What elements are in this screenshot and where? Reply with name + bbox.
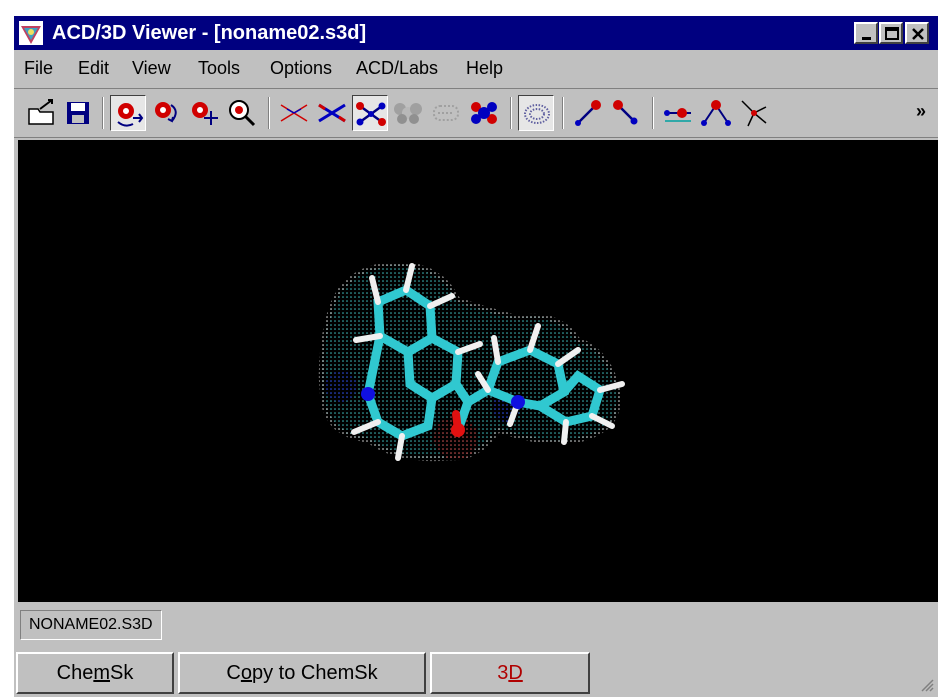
measure-distance-button[interactable]: [570, 95, 606, 131]
save-button[interactable]: [60, 95, 96, 131]
copy-to-chemsk-button[interactable]: Copy to ChemSk: [178, 652, 426, 694]
toolbar-overflow-button[interactable]: »: [916, 101, 927, 121]
rotate-button[interactable]: [110, 95, 146, 131]
rotate-3d-button[interactable]: [148, 95, 184, 131]
bottom-button-bar: ChemSk Copy to ChemSk 3D: [14, 648, 938, 697]
bond-length-icon: [664, 108, 691, 122]
menu-file[interactable]: File: [24, 58, 54, 78]
wire-button[interactable]: [276, 95, 312, 131]
window-title: ACD/3D Viewer - [noname02.s3d]: [52, 22, 367, 44]
dots-button[interactable]: [428, 95, 464, 131]
dots-icon: [433, 105, 459, 121]
zoom-button[interactable]: [224, 95, 260, 131]
measure-angle-button[interactable]: [608, 95, 644, 131]
close-button[interactable]: [905, 22, 929, 44]
move-button[interactable]: [186, 95, 222, 131]
save-icon: [67, 102, 89, 124]
dot-surface-icon: [524, 104, 550, 124]
sticks-icon: [318, 103, 346, 123]
bond-angle-button[interactable]: [698, 95, 734, 131]
toolbar: »: [14, 88, 938, 138]
bonds-button[interactable]: [466, 95, 502, 131]
molecule-3d-render: [318, 261, 625, 462]
status-bar: NONAME02.S3D: [16, 608, 936, 646]
rotate-icon: [117, 103, 144, 127]
status-filename: NONAME02.S3D: [20, 610, 162, 640]
chemsk-button[interactable]: ChemSk: [16, 652, 174, 694]
molecule-viewport[interactable]: [18, 140, 938, 602]
minimize-icon: [862, 37, 871, 40]
measure-distance-icon: [575, 100, 601, 126]
measure-angle-icon: [613, 100, 638, 125]
wire-icon: [280, 104, 308, 122]
3d-button[interactable]: 3D: [430, 652, 590, 694]
spacefill-button[interactable]: [390, 95, 426, 131]
restore-button[interactable]: [879, 22, 903, 44]
title-bar[interactable]: ACD/3D Viewer - [noname02.s3d]: [14, 16, 938, 50]
torsion-button[interactable]: [736, 95, 772, 131]
bond-length-button[interactable]: [660, 95, 696, 131]
ball-stick-button[interactable]: [352, 95, 388, 131]
rotate-3d-icon: [155, 102, 177, 123]
menu-options[interactable]: Options: [270, 58, 333, 78]
minimize-button[interactable]: [854, 22, 878, 44]
sticks-button[interactable]: [314, 95, 350, 131]
resize-grip-icon[interactable]: [920, 678, 934, 692]
open-file-icon: [28, 99, 54, 125]
menu-edit[interactable]: Edit: [78, 58, 110, 78]
menu-tools[interactable]: Tools: [198, 58, 241, 78]
open-file-button[interactable]: [24, 95, 60, 131]
bonds-icon: [471, 102, 497, 124]
close-icon: [912, 28, 924, 40]
app-window: ACD/3D Viewer - [noname02.s3d] File Edit…: [14, 16, 938, 697]
dot-surface-button[interactable]: [518, 95, 554, 131]
torsion-icon: [741, 100, 767, 127]
menu-acdlabs[interactable]: ACD/Labs: [356, 58, 439, 78]
spacefill-icon: [394, 103, 422, 124]
app-molecule-icon: [19, 21, 43, 45]
move-icon: [192, 102, 218, 125]
menu-help[interactable]: Help: [466, 58, 504, 78]
menu-view[interactable]: View: [132, 58, 171, 78]
menu-bar: File Edit View Tools Options ACD/Labs He…: [14, 52, 938, 84]
bond-angle-icon: [701, 100, 731, 126]
ball-stick-icon: [356, 102, 386, 126]
restore-icon: [885, 27, 899, 40]
zoom-icon: [229, 100, 256, 127]
